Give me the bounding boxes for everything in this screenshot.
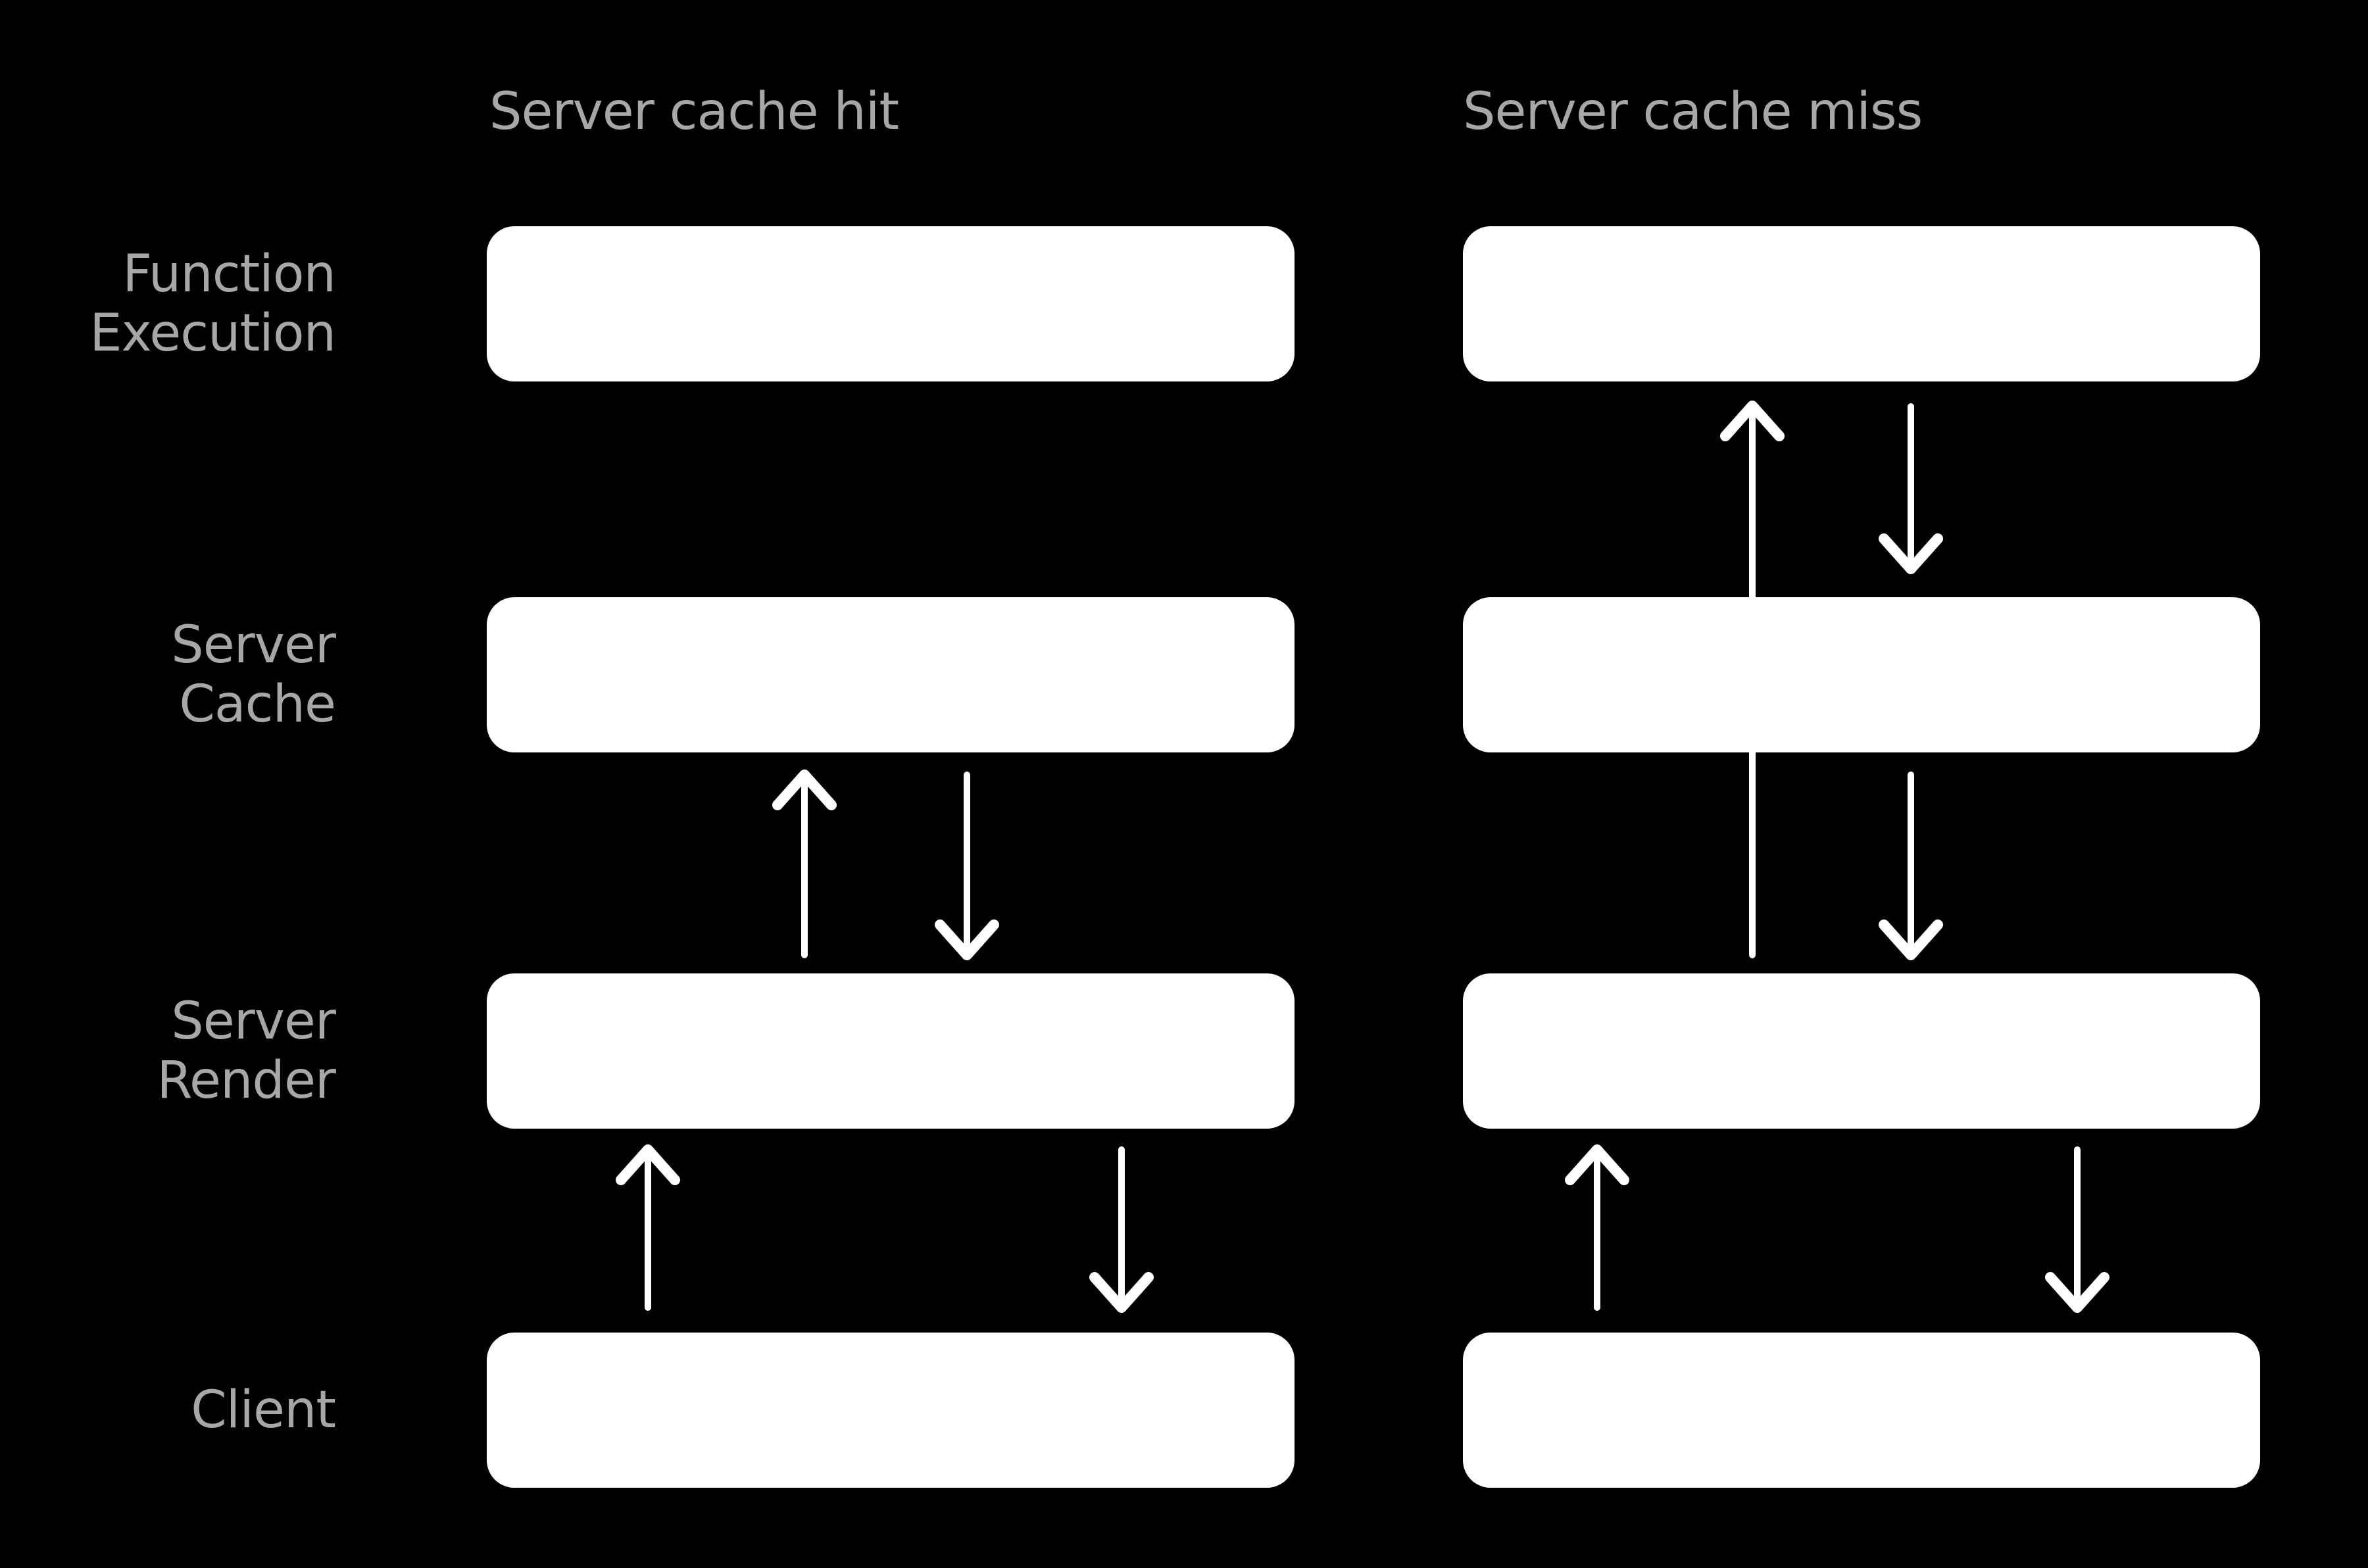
box-hit-client — [487, 1333, 1295, 1488]
arrow-head-up-icon — [616, 1144, 680, 1185]
arrow-miss-server-cache-to-server-render — [1879, 772, 1943, 960]
arrow-miss-client-to-server-render — [1565, 1144, 1629, 1311]
column-header-server-cache-miss: Server cache miss — [1463, 82, 1923, 141]
row-label-server-render: Server Render — [157, 991, 336, 1110]
arrow-head-down-icon — [2045, 1272, 2109, 1313]
box-hit-server-cache — [487, 597, 1295, 752]
arrow-hit-server-render-to-client — [1089, 1146, 1154, 1313]
arrow-head-up-icon — [1720, 401, 1785, 441]
arrow-head-down-icon — [1089, 1272, 1154, 1313]
arrow-head-down-icon — [1879, 919, 1943, 960]
box-miss-server-cache — [1463, 597, 2260, 752]
arrow-miss-server-render-to-client — [2045, 1146, 2109, 1313]
arrow-head-down-icon — [1879, 533, 1943, 574]
arrow-head-up-icon — [772, 770, 837, 810]
box-hit-server-render — [487, 973, 1295, 1129]
box-miss-server-render — [1463, 973, 2260, 1129]
column-header-server-cache-hit: Server cache hit — [489, 82, 899, 141]
box-miss-function-execution — [1463, 226, 2260, 381]
arrow-hit-server-render-to-server-cache — [772, 770, 837, 958]
arrow-miss-function-execution-to-server-cache — [1879, 403, 1943, 574]
box-hit-function-execution — [487, 226, 1295, 381]
arrow-head-down-icon — [935, 919, 999, 960]
box-miss-client — [1463, 1333, 2260, 1488]
row-label-server-cache: Server Cache — [171, 615, 336, 734]
arrow-hit-server-cache-to-server-render — [935, 772, 999, 960]
arrow-head-up-icon — [1565, 1144, 1629, 1185]
row-label-client: Client — [191, 1380, 336, 1440]
row-label-function-execution: Function Execution — [89, 244, 336, 363]
arrow-hit-client-to-server-render — [616, 1144, 680, 1311]
